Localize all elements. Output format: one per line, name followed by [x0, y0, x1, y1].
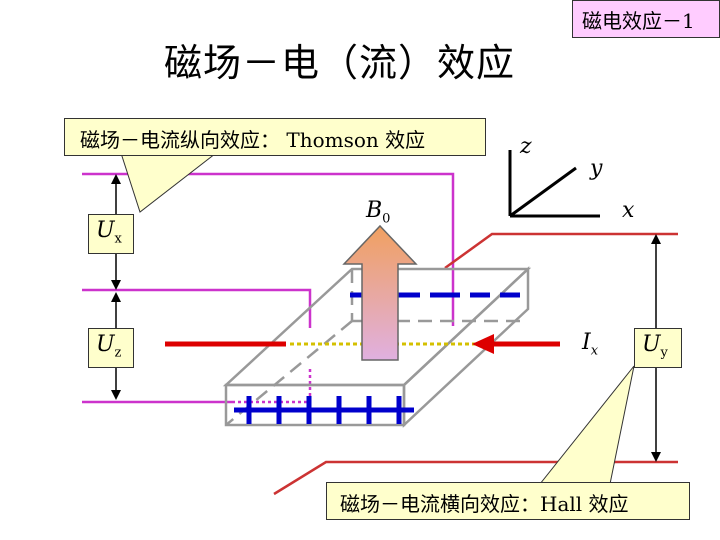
ux-arrow-top-head: [111, 174, 121, 184]
wire-top-magenta: [82, 172, 455, 326]
page-title: 磁场－电（流）效应: [164, 41, 516, 85]
current-arrow-head: [472, 334, 494, 354]
field-label: B0: [366, 198, 390, 226]
uz-symbol: U: [96, 332, 115, 357]
axis-label-y: y: [590, 156, 603, 181]
wire-mid-magenta: [82, 288, 312, 328]
field-arrow: [342, 224, 418, 361]
field-symbol: B: [366, 198, 383, 223]
ux-sub: x: [114, 231, 122, 247]
uy-symbol: U: [642, 332, 661, 357]
positive-charge-4: [324, 396, 354, 424]
wire-top-red: [444, 232, 678, 270]
callout-top-box: [64, 118, 486, 156]
uz-arrow-top-head: [111, 292, 121, 302]
callout-bottom-text: 磁场－电流横向效应：Hall 效应: [340, 492, 629, 516]
positive-charge-2: [264, 396, 294, 424]
current-sub: x: [590, 343, 599, 359]
uy-label: Uy: [642, 332, 668, 360]
positive-charge-3: [294, 396, 324, 424]
slab-front-face: [224, 383, 406, 427]
axis-diagonal: [509, 166, 577, 218]
axis-label-x: x: [622, 198, 635, 223]
callout-bottom-pointer: [538, 365, 635, 485]
uy-arrow-bottom-head: [651, 452, 661, 462]
positive-charge-6: [384, 396, 414, 424]
uz-arrow-bottom-head: [111, 390, 121, 400]
callout-bottom-box: [326, 482, 690, 520]
ux-arrow-bottom-head: [111, 280, 121, 290]
field-sub: 0: [382, 211, 391, 227]
ux-symbol: U: [96, 218, 115, 243]
positive-charges: [234, 396, 414, 424]
uz-box: [88, 328, 134, 368]
uy-box: [634, 328, 682, 368]
uy-arrow-top-head: [651, 234, 661, 244]
current-label: Ix: [582, 330, 598, 358]
callout-top-text: 磁场－电流纵向效应： Thomson 效应: [80, 128, 426, 152]
ux-box: [88, 214, 134, 254]
uz-label: Uz: [96, 332, 121, 360]
corner-tag: 磁电效应－1: [582, 9, 695, 33]
coordinate-axes: [508, 150, 600, 218]
uz-sub: z: [114, 345, 122, 361]
callout-top-pointer: [119, 149, 222, 213]
axis-label-z: z: [520, 134, 532, 159]
ux-label: Ux: [96, 218, 122, 246]
positive-charge-1: [234, 396, 264, 424]
positive-charge-5: [354, 396, 384, 424]
corner-tag-box: [572, 0, 720, 38]
current-symbol: I: [582, 330, 591, 355]
slab-right-face: [402, 266, 530, 428]
uy-sub: y: [660, 345, 668, 361]
